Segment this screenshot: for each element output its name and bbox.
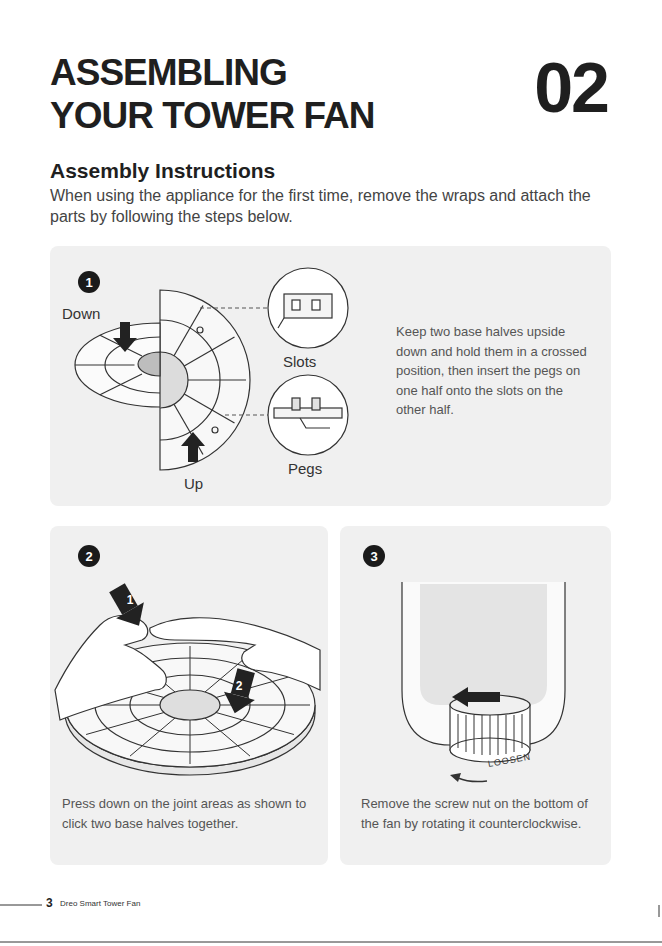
step-number-badge: 3: [363, 545, 385, 567]
base-rib: [100, 335, 142, 356]
peg: [312, 398, 320, 410]
arrow-head: [181, 432, 205, 446]
fan-grille: [420, 584, 547, 705]
step-number: 3: [370, 550, 377, 563]
base-rib: [205, 718, 250, 756]
press-arrow: [103, 580, 153, 634]
badge-fill: [363, 545, 385, 567]
step-instruction: Press down on the joint areas as shown t…: [62, 794, 314, 833]
base-rib: [130, 718, 175, 756]
base-press-illustration: [55, 615, 320, 775]
crop-mark: [659, 905, 660, 917]
arrow-head: [219, 692, 255, 718]
step-panel: Keep two base halves upside down and hol…: [50, 246, 611, 506]
screw-hole: [212, 427, 218, 433]
nut-ridge: [522, 714, 523, 748]
footer-text: Dreo Smart Tower Fan: [60, 899, 140, 909]
base-rib: [190, 646, 191, 690]
peg: [292, 398, 300, 410]
arrow-head: [116, 602, 153, 634]
arrow-head: [452, 687, 468, 707]
base-half-upright: [160, 290, 250, 470]
slot: [312, 300, 320, 310]
arrow-shaft: [120, 322, 130, 338]
peg-detail: [268, 375, 348, 455]
nut-ridge: [474, 715, 475, 754]
chapter-number: 02: [534, 46, 608, 130]
fan-bottom-illustration: [402, 582, 565, 762]
loosen-arrow: [450, 773, 487, 782]
direction-label: Down: [62, 305, 100, 323]
step-number: 1: [85, 276, 92, 289]
zoom-circle: [268, 268, 348, 348]
step-panel-ground: [50, 246, 611, 506]
base-rib: [86, 713, 164, 735]
nut-ridge: [490, 715, 491, 755]
footer-rule: [0, 905, 42, 906]
step-panel: Remove the screw nut on the bottom of th…: [340, 526, 611, 865]
zoom-circle: [268, 375, 348, 455]
step-number-badge: 1: [78, 271, 100, 293]
nut-ridges: [458, 714, 522, 755]
slot-bracket: [284, 294, 332, 318]
base-hub: [160, 352, 188, 408]
badge-fill: [78, 271, 100, 293]
peg-edge: [300, 418, 330, 428]
base-rib: [105, 337, 160, 393]
slot: [292, 300, 300, 310]
peg-plate: [274, 408, 342, 418]
intro-text: When using the appliance for the first t…: [50, 186, 615, 228]
part-label: Slots: [283, 353, 316, 371]
arrow-shaft: [231, 668, 255, 698]
screw-hole: [197, 327, 203, 333]
nut-ridge: [514, 715, 515, 752]
base-halves-illustration: [75, 290, 250, 470]
rotate-arrow: [452, 687, 500, 707]
base-rib: [174, 306, 203, 356]
nut-ridge: [498, 715, 499, 755]
callout-number: 1: [127, 593, 134, 607]
dashed-leader: [225, 415, 268, 416]
step-panel-ground: [50, 526, 328, 865]
curved-arrow: [458, 778, 487, 782]
base-half-flat: [75, 323, 160, 407]
step-instruction: Keep two base halves upside down and hol…: [396, 322, 592, 420]
nut-ridge: [466, 715, 467, 752]
step-panel: Press down on the joint areas as shown t…: [50, 526, 328, 865]
base-hub: [160, 690, 220, 720]
arrow-shaft: [468, 692, 500, 702]
arrow-shaft: [188, 446, 198, 462]
slot-edge: [278, 318, 284, 328]
base-rib: [190, 720, 191, 764]
section-heading: Assembly Instructions: [50, 158, 275, 183]
nut-ridge: [458, 714, 459, 748]
direction-arrow: [113, 322, 205, 462]
arrow-head: [450, 773, 461, 782]
step-number: 2: [85, 550, 92, 563]
dashed-leader: [200, 308, 268, 309]
page-title: ASSEMBLING YOUR TOWER FAN: [50, 52, 395, 137]
base-rib: [216, 713, 294, 735]
base-rib: [188, 379, 246, 380]
badge-fill: [78, 545, 100, 567]
step-panel-ground: [340, 526, 611, 865]
callout-number: 2: [236, 679, 243, 693]
arrow-head: [113, 338, 137, 352]
nut-ridge: [482, 715, 483, 755]
page-number: 3: [46, 896, 53, 910]
slot-detail: [268, 268, 348, 348]
base-rib: [184, 394, 234, 423]
page-edge-rule: [0, 942, 662, 943]
press-arrow: [219, 667, 261, 718]
base-rib: [184, 337, 234, 366]
zoom-leader: [200, 308, 268, 415]
step-number-badge: 2: [78, 545, 100, 567]
nut-ridge: [506, 715, 507, 754]
direction-label: Up: [184, 475, 203, 493]
part-label: Pegs: [288, 460, 322, 478]
step-instruction: Remove the screw nut on the bottom of th…: [361, 794, 597, 833]
